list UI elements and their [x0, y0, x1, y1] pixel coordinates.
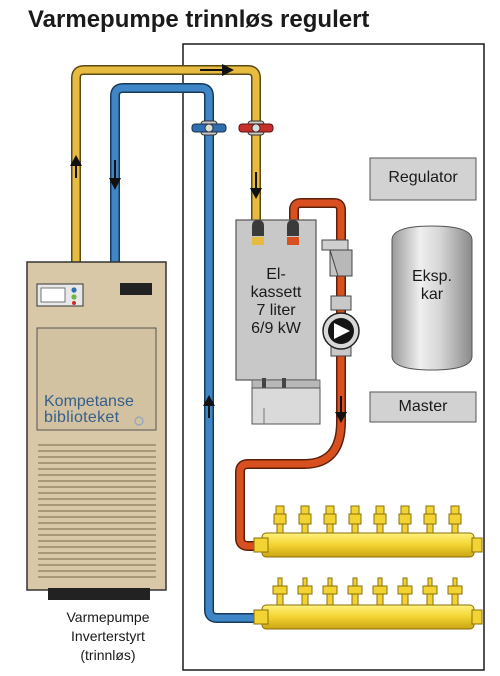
heat-pump-unit — [26, 261, 167, 600]
supply-manifold — [253, 505, 483, 558]
el-kassett-line3: 7 liter — [256, 302, 296, 319]
brand-name-line2: biblioteket — [44, 409, 120, 426]
master-box — [369, 391, 477, 423]
heat-pump-caption: Varmepumpe Inverterstyrt (trinnløs) — [20, 608, 196, 665]
flow-arrow-up-supply — [70, 155, 82, 178]
master-label: Master — [398, 398, 448, 415]
supply-pipe — [71, 65, 261, 262]
flow-arrow-right-supply — [200, 64, 234, 76]
return-manifold — [253, 577, 483, 630]
circulation-pump — [322, 295, 360, 357]
flow-arrow-down-hot — [335, 396, 347, 423]
vent-grille — [38, 444, 156, 578]
heat-pump-caption-line1: Varmepumpe — [66, 609, 150, 625]
hot-supply-pipe — [235, 198, 346, 551]
page-title: Varmepumpe trinnløs regulert — [28, 6, 370, 33]
heat-pump-caption-line2: Inverterstyrt — [71, 628, 145, 644]
el-kassett-line1: El- — [266, 266, 286, 283]
ball-valve-red — [238, 120, 274, 136]
heat-pump-caption-line3: (trinnløs) — [80, 647, 136, 663]
flow-arrow-down-return — [109, 160, 121, 190]
ball-valve-blue — [191, 120, 227, 136]
expansion-tank-line2: kar — [420, 286, 444, 303]
control-panel — [36, 283, 84, 307]
expansion-tank — [391, 225, 473, 371]
expansion-tank-line1: Eksp. — [411, 268, 452, 285]
brand-name-line1: Kompetanse — [44, 393, 134, 410]
flow-arrow-up-return — [203, 395, 215, 418]
safety-valve — [321, 239, 353, 277]
brand-logo-icon — [134, 416, 144, 426]
regulator-box — [369, 157, 477, 201]
supply-manifold-outlets — [273, 505, 462, 534]
return-manifold-outlets — [272, 577, 463, 606]
system-boundary — [182, 43, 485, 671]
return-pipe — [110, 83, 282, 623]
flow-arrow-down-supply — [250, 172, 262, 199]
expansion-tank-label: Eksp. kar — [392, 268, 472, 304]
electric-boiler-cassette — [235, 219, 321, 425]
regulator-label: Regulator — [388, 169, 458, 186]
el-kassett-line4: 6/9 kW — [251, 320, 301, 337]
el-kassett-line2: kassett — [250, 284, 302, 301]
el-kassett-label: El- kassett 7 liter 6/9 kW — [236, 266, 316, 338]
